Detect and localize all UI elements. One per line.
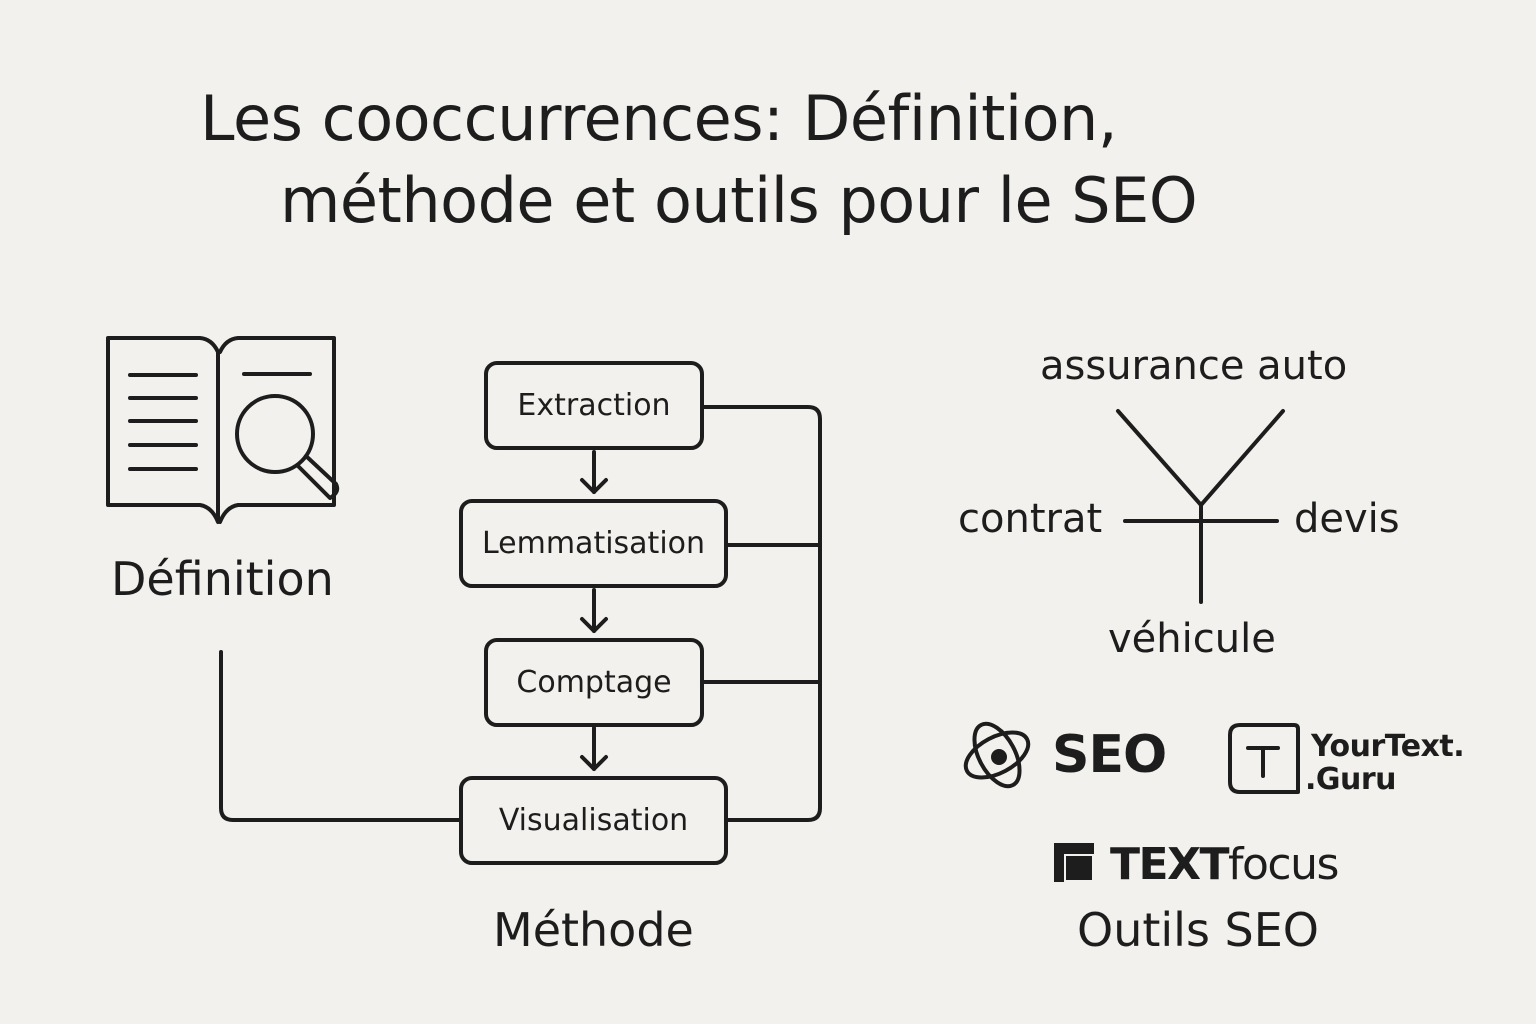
feedback-bracket: [700, 405, 822, 822]
right-term: devis: [1294, 496, 1400, 542]
tool-seo-name: SEO: [1052, 725, 1167, 785]
tool-yourtextguru-line1: YourText.: [1311, 729, 1465, 764]
page-title-line-2: méthode et outils pour le SEO: [280, 164, 1198, 237]
t-box-logo-icon: [1228, 723, 1300, 794]
bottom-term: véhicule: [1108, 616, 1276, 662]
definition-connector: [219, 650, 463, 822]
page-title-line-1: Les cooccurrences: Définition,: [200, 82, 1118, 155]
tool-yourtextguru-line2: .Guru: [1305, 762, 1397, 797]
textfocus-square-logo-icon: [1054, 843, 1094, 882]
tool-textfocus-bold: TEXT: [1110, 839, 1230, 890]
step-arrows: [580, 450, 608, 771]
left-term: contrat: [958, 496, 1103, 542]
step-label-lemmatisation: Lemmatisation: [481, 526, 706, 561]
seo-swirl-logo-icon: [963, 721, 1031, 789]
methode-label: Méthode: [493, 903, 694, 957]
tool-yourtextguru-name: YourText. .Guru: [1305, 729, 1465, 796]
step-label-visualisation: Visualisation: [498, 803, 689, 838]
open-book-magnifier-icon: [106, 336, 340, 524]
step-label-extraction: Extraction: [517, 388, 671, 423]
tool-textfocus-name: TEXTfocus: [1110, 839, 1339, 890]
tool-textfocus-rest: focus: [1228, 839, 1339, 890]
center-term: assurance auto: [1040, 343, 1348, 389]
definition-label: Définition: [111, 552, 334, 606]
outils-label: Outils SEO: [1077, 903, 1320, 957]
cooccurrence-graph: [1116, 409, 1285, 604]
step-label-comptage: Comptage: [516, 665, 672, 700]
